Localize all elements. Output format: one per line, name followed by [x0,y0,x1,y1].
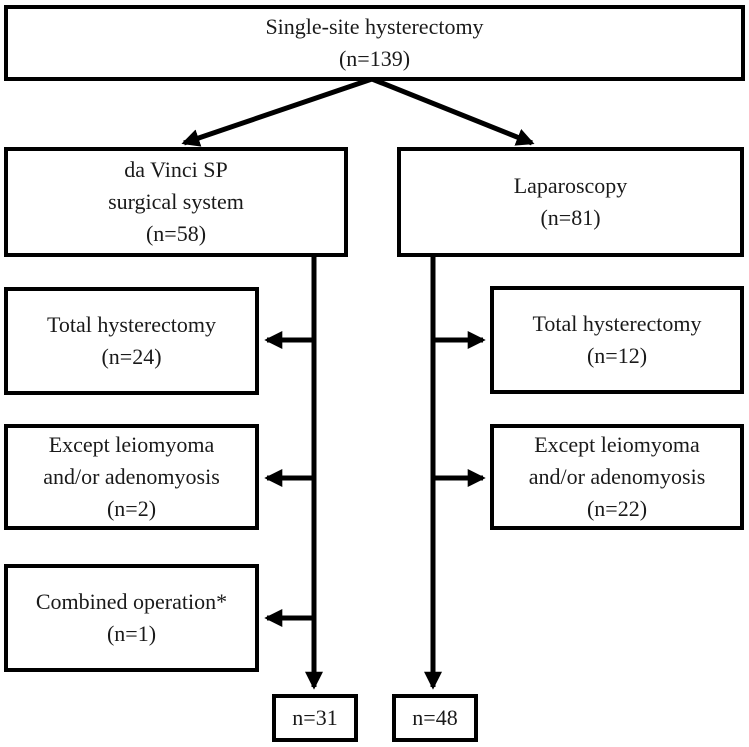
node-text-line: (n=139) [338,46,411,71]
node-text-line: Combined operation* [35,589,228,614]
node-text-line: Single-site hysterectomy [265,14,484,39]
node-lap-except-leiomyoma: Except leiomyoma and/or adenomyosis (n=2… [490,424,744,530]
node-text-line: (n=24) [101,344,162,369]
node-text-line: n=48 [412,705,458,730]
node-text-line: surgical system [108,189,244,214]
node-text-line: (n=22) [586,496,648,521]
arrow-root-to-davinci [181,76,373,147]
node-lap-total-hysterectomy: Total hysterectomy (n=12) [490,286,744,394]
node-text-line: Laparoscopy [513,173,628,198]
node-text-line: (n=12) [586,343,648,368]
arrow-root-to-laparoscopy [371,76,535,146]
node-davinci-combined-operation: Combined operation* (n=1) [4,564,259,672]
node-davinci-total-hysterectomy: Total hysterectomy (n=24) [4,287,259,395]
node-text-line: Except leiomyoma [534,432,700,457]
node-text-line: (n=58) [145,221,207,246]
node-text-line: and/or adenomyosis [528,464,706,489]
node-text-line: and/or adenomyosis [43,464,220,489]
node-text-line: Except leiomyoma [48,432,215,457]
node-text-line: n=31 [292,705,338,730]
node-text-line: (n=1) [106,621,157,646]
node-text-line: da Vinci SP [124,157,228,182]
node-lap-remaining-count: n=48 [392,694,478,742]
node-davinci-except-leiomyoma: Except leiomyoma and/or adenomyosis (n=2… [4,424,259,530]
node-text-line: (n=81) [540,205,601,230]
node-davinci-sp: da Vinci SP surgical system (n=58) [4,147,348,257]
node-davinci-remaining-count: n=31 [272,694,358,742]
node-text-line: (n=2) [106,496,157,521]
node-text-line: Total hysterectomy [47,312,216,337]
node-text-line: Total hysterectomy [532,311,702,336]
node-single-site-hysterectomy: Single-site hysterectomy (n=139) [4,5,745,81]
node-laparoscopy: Laparoscopy (n=81) [397,147,744,257]
